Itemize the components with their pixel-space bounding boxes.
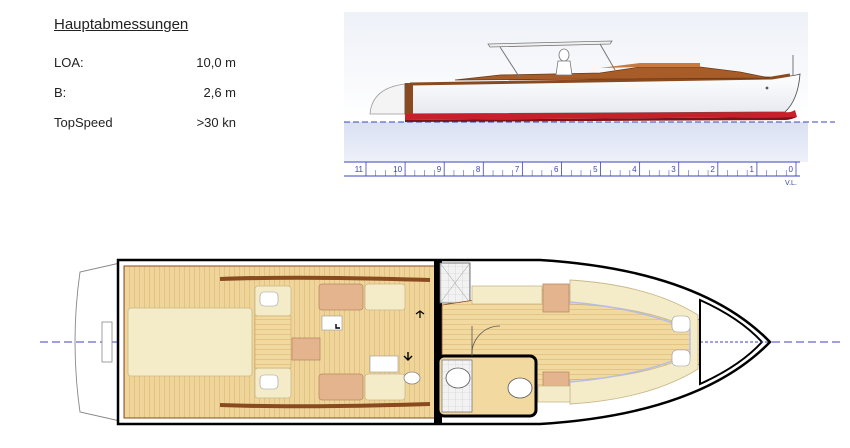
steering-wheel (403, 371, 421, 385)
scale-tick-label: 9 (437, 165, 442, 174)
bottom-paint (405, 117, 797, 122)
scale-tick-label: 6 (554, 165, 559, 174)
hardtop-strut-aft (499, 46, 521, 79)
helmsman-head (558, 48, 570, 62)
helm-seat (555, 60, 573, 76)
scale-unit-label: V.L. (785, 180, 797, 187)
pillow-port (671, 315, 691, 333)
spec-label: B: (54, 85, 67, 100)
plan-view (40, 258, 840, 426)
berth-step-port (542, 283, 570, 313)
windscreen (600, 63, 700, 68)
seat-block-port-2 (364, 283, 406, 311)
rail-port (219, 275, 431, 282)
scale-tick-label: 0 (789, 165, 794, 174)
cushion-port (259, 291, 279, 307)
scale-tick-label: 10 (393, 165, 402, 174)
spec-value: 10,0 m (196, 55, 236, 70)
rail-starboard (219, 402, 431, 409)
locker-cross (439, 262, 471, 304)
toilet (507, 377, 533, 399)
washbasin (445, 367, 471, 389)
seat-block-stbd-2 (364, 373, 406, 401)
swim-platform (74, 262, 121, 422)
scale-tick-label: 1 (749, 165, 754, 174)
up-arrow-icon (415, 310, 425, 318)
spec-value: >30 kn (196, 115, 236, 130)
down-arrow-icon (403, 352, 413, 361)
pillow-starboard (671, 349, 691, 367)
seat-block-stbd-1 (318, 373, 364, 401)
hatch-aft (321, 315, 343, 331)
settee-port (471, 285, 543, 305)
antifouling-stripe (405, 110, 797, 120)
step-arrow-icon (335, 324, 340, 329)
cushion-starboard (259, 374, 279, 390)
seat-block-port-1 (318, 283, 364, 311)
scale-tick-label: 5 (593, 165, 598, 174)
hatch-fwd (369, 355, 399, 373)
deck-sheer (409, 73, 791, 86)
berth-mattress-outline (569, 301, 691, 383)
nav-light (765, 86, 769, 90)
stern-ladder (101, 321, 113, 363)
sunpad (127, 307, 253, 377)
specs-title: Hauptabmessungen (54, 16, 189, 33)
scale-tick-label: 4 (632, 165, 637, 174)
scale-tick-label: 7 (515, 165, 520, 174)
hardtop-strut-fwd (599, 43, 616, 71)
spec-label: LOA: (54, 55, 84, 70)
scale-tick-label: 11 (355, 165, 364, 174)
spec-value: 2,6 m (203, 85, 236, 100)
cockpit-table (254, 315, 292, 369)
side-profile (344, 12, 835, 162)
scale-tick-label: 2 (710, 165, 715, 174)
transom (405, 83, 413, 114)
bulkhead (434, 260, 442, 424)
scale-tick-label: 8 (476, 165, 481, 174)
scale-tick-label: 3 (671, 165, 676, 174)
settee-stbd (537, 385, 571, 403)
helm-console (291, 337, 321, 361)
forward-berth (569, 279, 699, 405)
spec-label: TopSpeed (54, 115, 113, 130)
profile-water (344, 122, 808, 162)
hardtop (487, 40, 613, 48)
